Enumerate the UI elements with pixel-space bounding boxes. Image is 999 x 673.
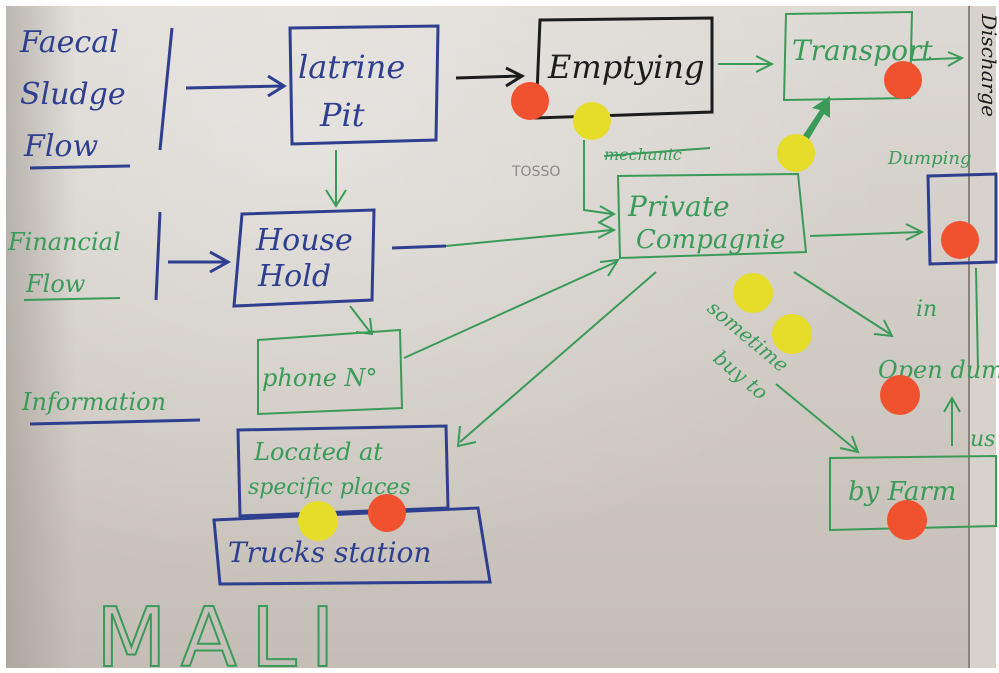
phone-box	[257, 328, 404, 416]
label-phone: phone N°	[262, 364, 378, 392]
paper-shading	[6, 6, 996, 668]
label-information: Information	[21, 388, 166, 416]
red-dot	[368, 494, 406, 532]
transport-box	[782, 10, 914, 102]
label-emptying: Emptying	[547, 48, 704, 86]
dumping-box	[926, 172, 998, 266]
label-transport: Transport	[792, 34, 933, 67]
red-dot	[880, 375, 920, 415]
underline-financial-flow	[23, 297, 121, 301]
label-in: in	[916, 297, 937, 322]
yellow-dot	[298, 501, 338, 541]
paper-shadow-left	[6, 6, 76, 668]
label-trucks-station: Trucks station	[228, 536, 431, 569]
underline-flow	[29, 164, 131, 170]
arrow-to-private	[445, 221, 617, 247]
label-mali: MALI	[96, 591, 349, 673]
divider-line-mid	[154, 211, 162, 301]
label-scribble: TOSSO	[511, 164, 560, 180]
label-pit: Pit	[319, 96, 365, 134]
arrow-to-discharge	[911, 51, 965, 67]
arrow-emptying-to-private	[583, 140, 617, 223]
yellow-dot	[772, 314, 812, 354]
red-dot	[511, 82, 549, 120]
private-company-box	[616, 172, 808, 260]
label-faecal: Faecal	[19, 25, 119, 60]
label-compagnie: Compagnie	[636, 225, 785, 255]
label-latrine: latrine	[298, 48, 405, 86]
household-box	[232, 208, 376, 308]
arrow-to-farmer	[775, 383, 860, 454]
label-private: Private	[627, 190, 730, 223]
arrow-to-dumping	[809, 223, 925, 241]
mechanic-strike	[603, 147, 711, 157]
arrow-farmer-up	[943, 395, 961, 446]
label-financial-flow: Flow	[25, 270, 86, 298]
red-dot	[941, 221, 979, 259]
yellow-dot	[733, 273, 773, 313]
label-hold: Hold	[257, 259, 331, 294]
arrow-household-out	[391, 244, 447, 250]
arrow-to-household	[168, 250, 232, 274]
label-mechanic: mechanic	[604, 145, 682, 164]
label-financial: Financial	[7, 228, 121, 256]
paper-edge-right	[968, 6, 996, 668]
underline-information	[29, 418, 201, 426]
arrow-to-transport	[718, 55, 775, 73]
red-dot	[887, 500, 927, 540]
arrow-to-open-dump	[793, 271, 894, 338]
arrow-phone-to-private	[403, 258, 620, 359]
latrine-pit-box	[288, 24, 440, 146]
label-us: us	[970, 427, 995, 452]
red-dot	[884, 61, 922, 99]
divider-line-top	[158, 27, 174, 151]
yellow-dot	[573, 102, 611, 140]
label-discharge: Discharge	[977, 13, 999, 117]
arrow-latrine-to-household	[325, 150, 347, 208]
arrow-private-to-located	[456, 271, 657, 448]
farmer-box	[829, 454, 997, 532]
whiteboard-photo	[6, 6, 996, 668]
label-located-at: Located at	[253, 438, 383, 466]
line-right-down	[975, 267, 979, 371]
arrow-to-latrine	[185, 74, 287, 98]
yellow-dot	[777, 134, 815, 172]
arrow-to-emptying	[455, 66, 526, 88]
arrow-up-green	[800, 96, 830, 144]
label-flow: Flow	[23, 129, 98, 164]
label-house: House	[255, 223, 353, 258]
arrow-household-to-phone	[349, 305, 374, 336]
label-sludge: Sludge	[20, 77, 126, 112]
label-dumping: Dumping	[887, 148, 972, 169]
